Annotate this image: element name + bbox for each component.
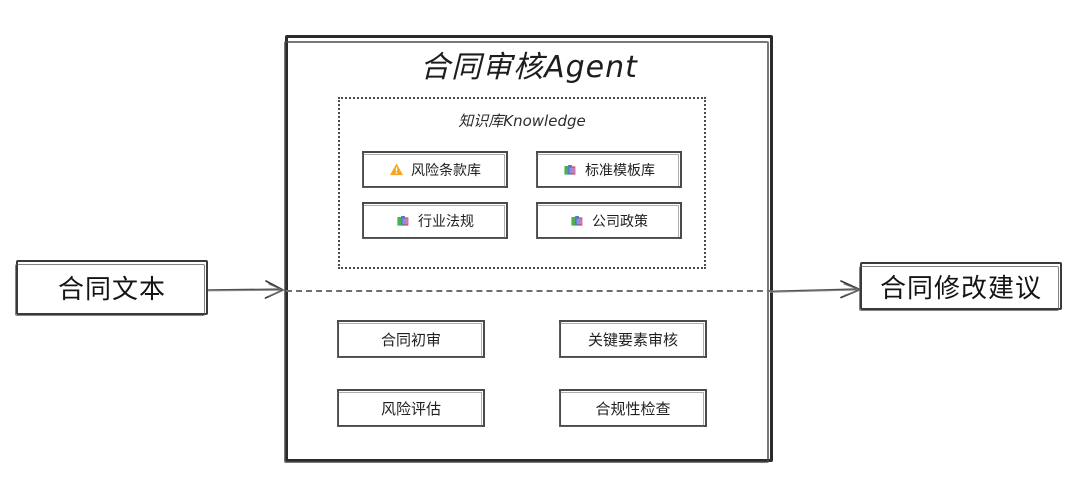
knowledge-item-risk-clause-library[interactable]: 风险条款库: [362, 151, 508, 188]
input-arrow: [207, 280, 285, 299]
agent-title: 合同审核Agent: [420, 50, 638, 85]
books-icon: [570, 213, 585, 228]
capability-label: 合同初审: [380, 330, 441, 349]
knowledge-item-label: 公司政策: [592, 213, 648, 230]
knowledge-panel-title: 知识库Knowledge: [458, 112, 586, 130]
books-icon: [396, 213, 411, 228]
knowledge-item-label: 风险条款库: [411, 162, 481, 179]
knowledge-item-industry-regulations[interactable]: 行业法规: [362, 202, 508, 239]
capability-key-element-review[interactable]: 关键要素审核: [559, 320, 707, 358]
knowledge-item-label: 行业法规: [418, 213, 474, 230]
output-node-label: 合同修改建议: [879, 273, 1042, 304]
capability-grid: 合同初审 关键要素审核 风险评估 合规性检查: [337, 320, 707, 427]
output-arrow: [769, 280, 862, 299]
capability-label: 风险评估: [380, 399, 441, 418]
input-node-label: 合同文本: [57, 275, 166, 305]
knowledge-item-standard-template-library[interactable]: 标准模板库: [536, 151, 682, 188]
capability-preliminary-review[interactable]: 合同初审: [337, 320, 485, 358]
capability-risk-assessment[interactable]: 风险评估: [337, 389, 485, 427]
books-icon: [563, 162, 578, 177]
section-divider: [286, 290, 773, 292]
input-node-contract-text[interactable]: 合同文本: [15, 260, 208, 316]
capability-compliance-check[interactable]: 合规性检查: [559, 389, 707, 427]
knowledge-item-grid: 风险条款库 标准模板库 行业: [362, 151, 682, 249]
capability-label: 关键要素审核: [587, 330, 678, 349]
knowledge-item-label: 标准模板库: [585, 162, 655, 179]
knowledge-item-company-policy[interactable]: 公司政策: [536, 202, 682, 239]
knowledge-panel: [338, 97, 706, 269]
capability-label: 合规性检查: [595, 399, 671, 418]
warning-icon: [389, 162, 404, 177]
output-node-contract-suggestions[interactable]: 合同修改建议: [859, 262, 1062, 311]
